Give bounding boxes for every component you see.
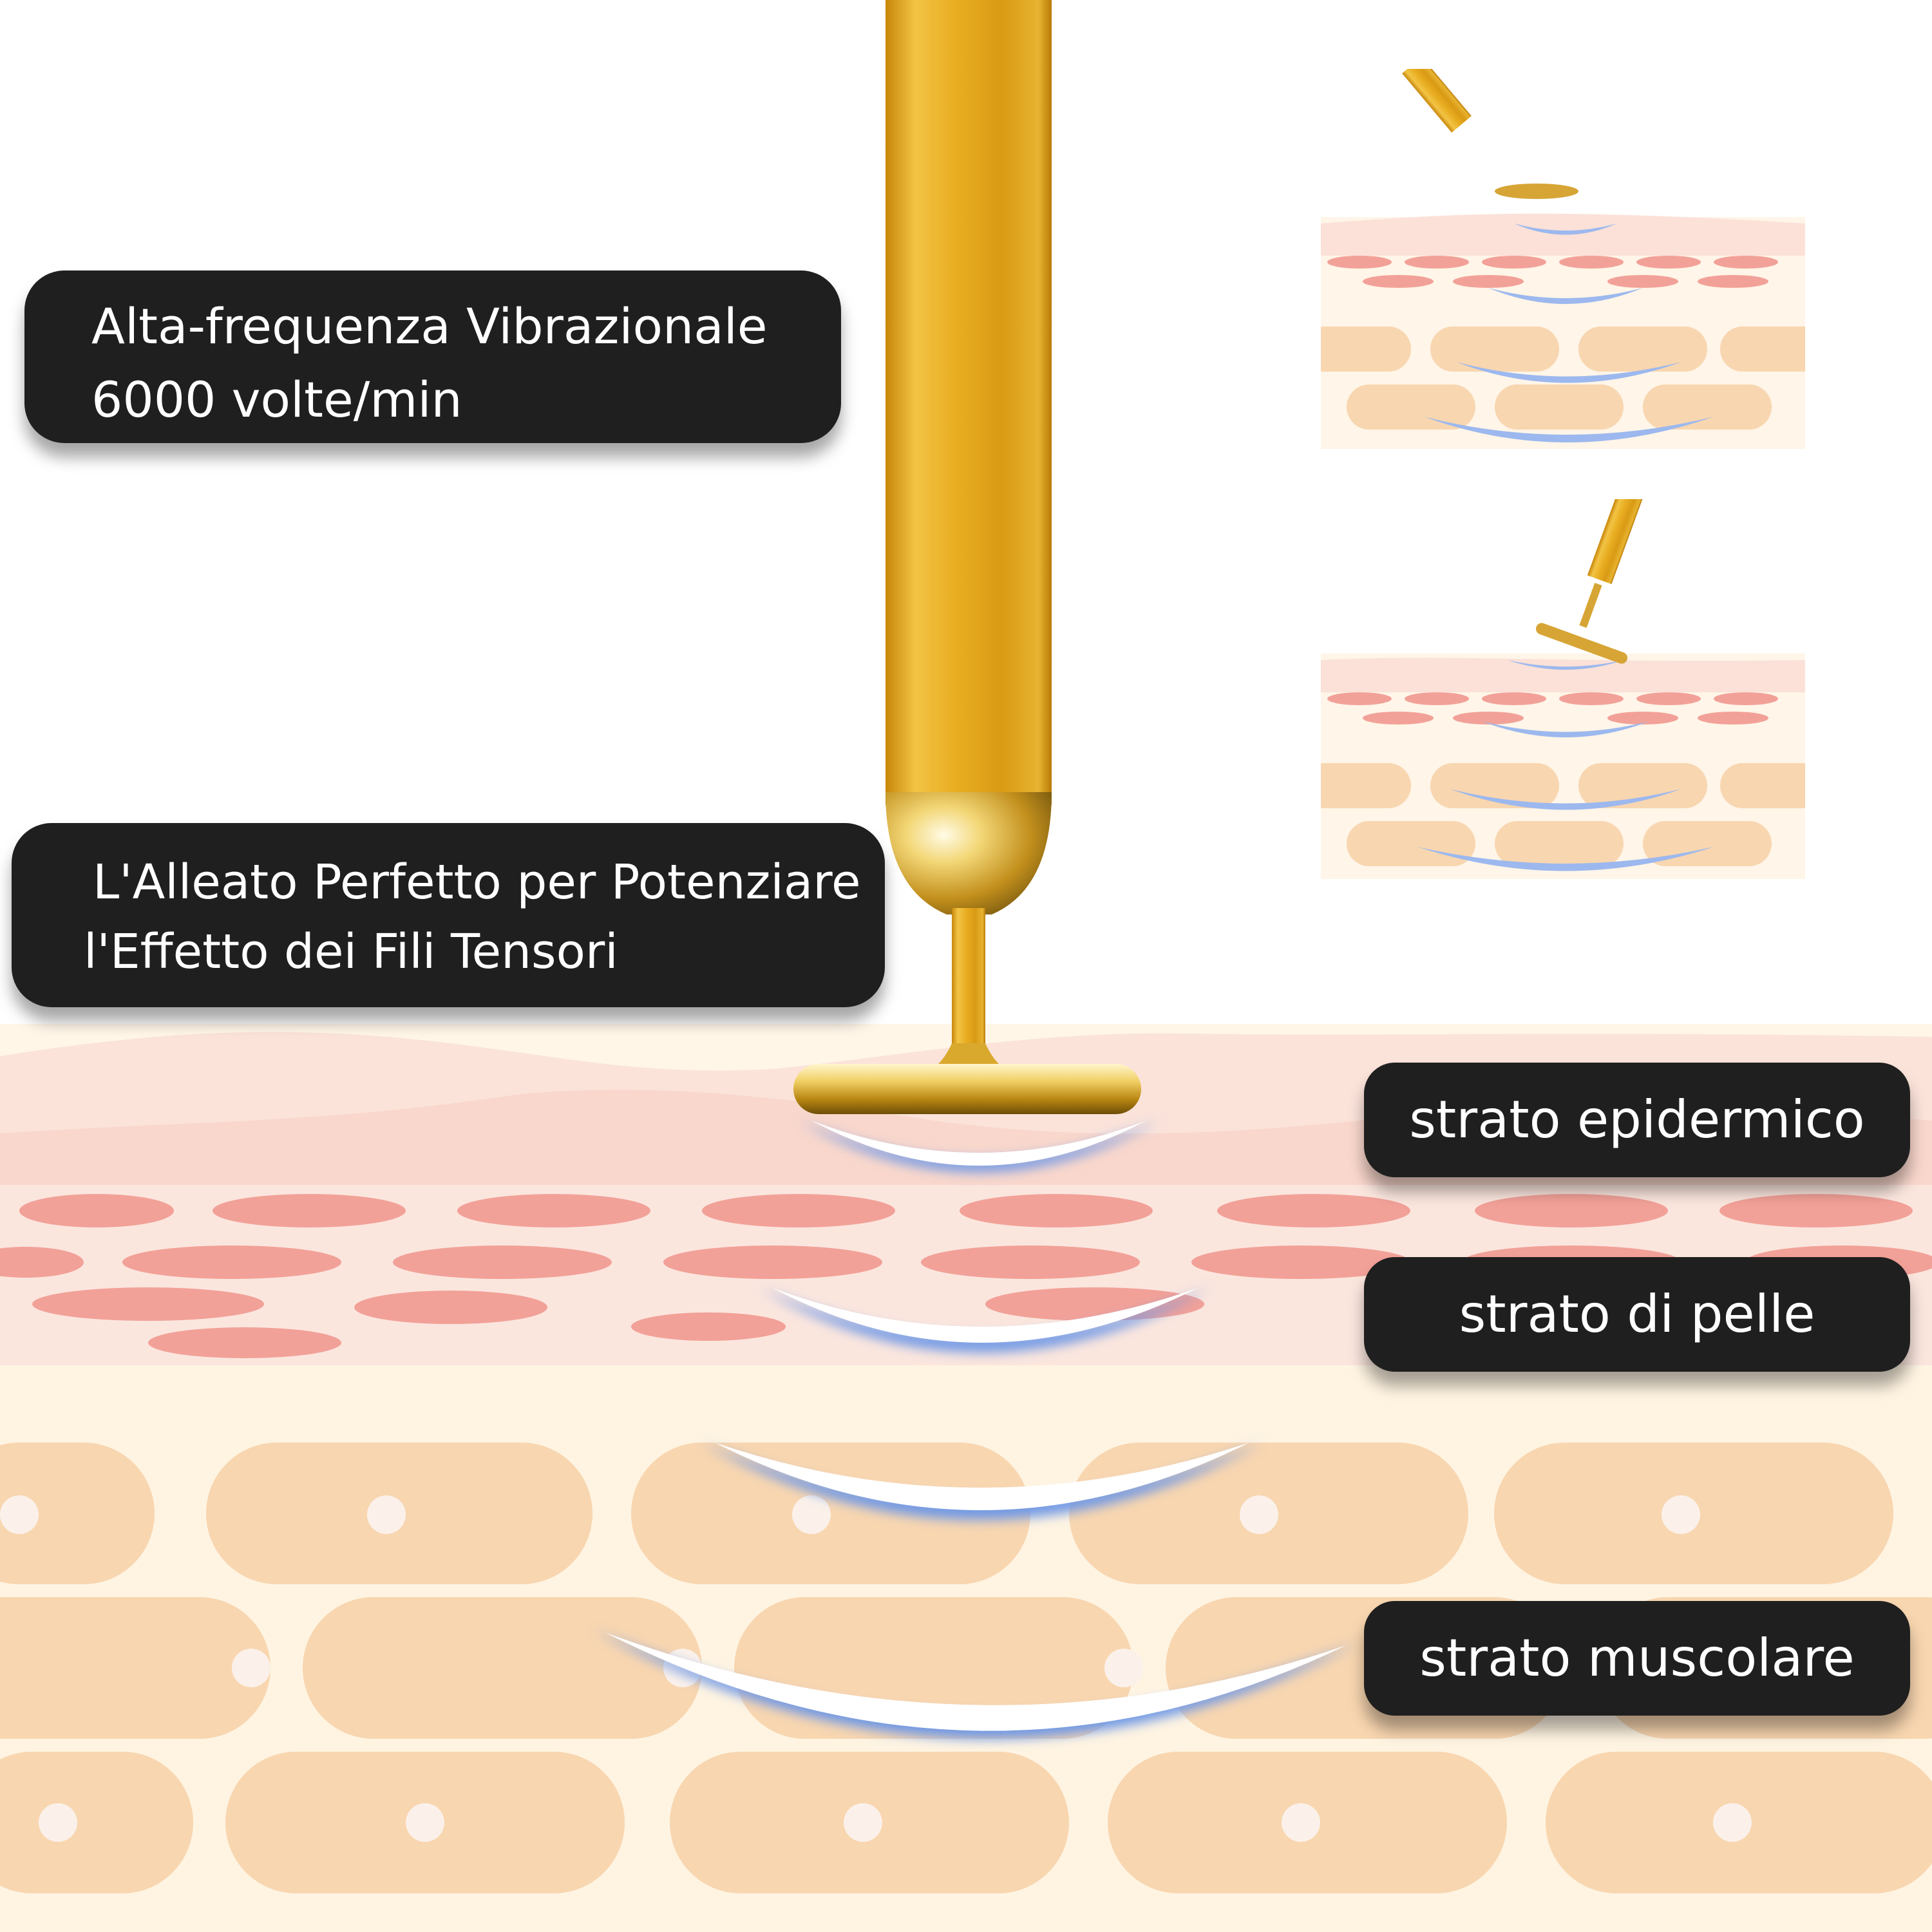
alleato-line-1: L'Alleato Perfetto per Potenziare xyxy=(93,855,861,910)
epidermal-layer-label: strato epidermico xyxy=(1364,1063,1910,1177)
thumbnail-round-head xyxy=(1321,69,1805,449)
gold-massager-device xyxy=(793,0,1141,1114)
frequency-line-2: 6000 volte/min xyxy=(91,371,462,428)
fat-cell-nuclei xyxy=(0,1495,1752,1842)
alleato-line-2: l'Effetto dei Fili Tensori xyxy=(84,924,618,980)
skin-cells-row xyxy=(0,1194,1932,1358)
thumbnail-t-bar-head xyxy=(1321,499,1805,879)
vibration-waves xyxy=(592,1121,1359,1739)
frequency-label: Alta-frequenza Vibrazionale 6000 volte/m… xyxy=(24,270,841,443)
muscle-layer-label: strato muscolare xyxy=(1364,1601,1910,1716)
frequency-line-1: Alta-frequenza Vibrazionale xyxy=(91,298,768,355)
skin-layer-label: strato di pelle xyxy=(1364,1257,1910,1372)
alleato-label: L'Alleato Perfetto per Potenziare l'Effe… xyxy=(12,823,885,1007)
